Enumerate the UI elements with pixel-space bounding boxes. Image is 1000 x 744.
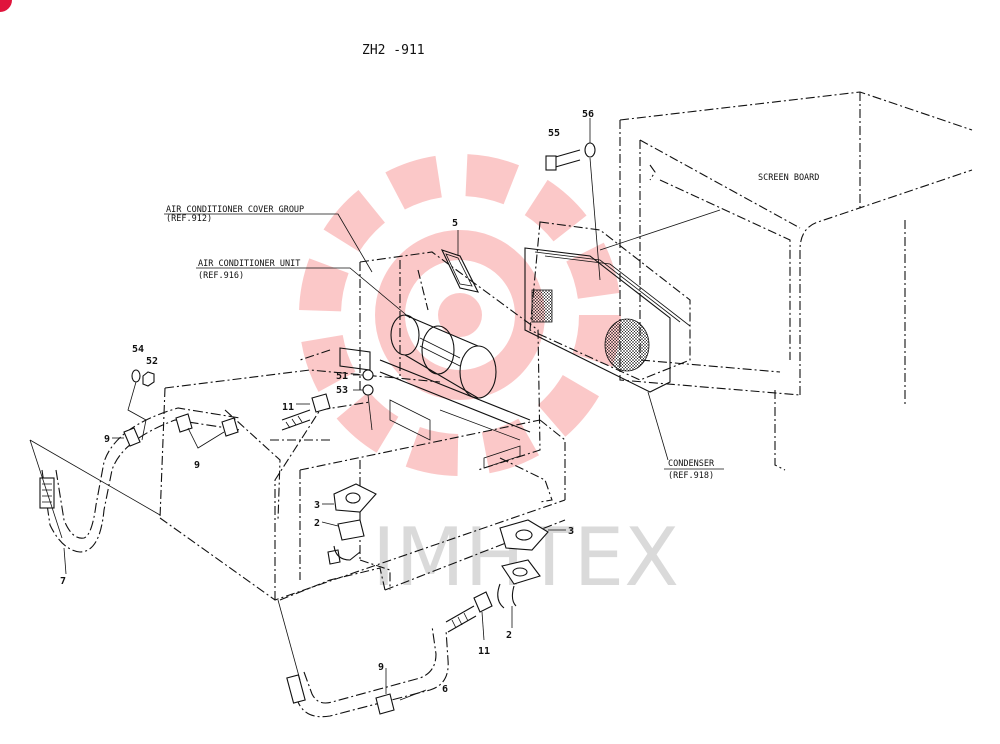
label-unit: AIR CONDITIONER UNIT: [198, 259, 300, 269]
bolt-55: [545, 149, 581, 171]
washer-54: [127, 369, 147, 441]
leader-7-ref: [29, 439, 161, 516]
air-conditioner-unit: [299, 251, 541, 471]
part-number-11-upper: 11: [282, 402, 294, 413]
label-cover-group: AIR CONDITIONER COVER GROUP: [166, 205, 304, 215]
hose-6: [277, 599, 449, 718]
part-number-52: 52: [146, 356, 158, 367]
label-screen-board: SCREEN BOARD: [758, 173, 819, 183]
screen-board: SCREEN BOARD: [619, 91, 973, 471]
part-number-6: 6: [442, 684, 448, 695]
elbow-2-left: [321, 519, 365, 565]
gasket-5: [440, 230, 480, 293]
part-number-2-left: 2: [314, 518, 320, 529]
condenser-grille-left: [531, 289, 553, 323]
part-number-7: 7: [60, 576, 66, 587]
part-number-2-right: 2: [506, 630, 512, 641]
watermark-gear-ring: [299, 154, 621, 476]
label-cover-group-ref: (REF.912): [166, 214, 212, 224]
flange-3-right: [499, 519, 566, 551]
clamp-9-left: [112, 427, 141, 447]
clamp-11-upper: [281, 393, 331, 431]
elbow-2-right: [497, 559, 541, 628]
watermark-gear-core: [375, 230, 545, 400]
drawing-code: ZH2 -911: [362, 43, 425, 58]
part-number-51: 51: [336, 371, 348, 382]
watermark-logo: [299, 154, 621, 476]
part-number-9-lower: 9: [378, 662, 384, 673]
washer-56: [584, 118, 601, 281]
part-number-3-left: 3: [314, 500, 320, 511]
label-condenser: CONDENSER: [668, 459, 715, 469]
clamp-11-lower: [445, 591, 493, 641]
hose-7: [39, 407, 241, 553]
clamp-9-lower: [375, 668, 427, 715]
fitting-51: [353, 369, 374, 381]
label-unit-ref: (REF.916): [198, 271, 244, 281]
condenser-grille-fan: [604, 318, 650, 372]
part-number-3-right: 3: [568, 526, 574, 537]
part-number-9-left: 9: [104, 434, 110, 445]
corner-marker: [0, 0, 12, 12]
fitting-53: [353, 384, 374, 431]
part-number-9-mid: 9: [194, 460, 200, 471]
part-number-11-lower: 11: [478, 646, 490, 657]
part-number-54: 54: [132, 344, 144, 355]
label-condenser-ref: (REF.918): [668, 471, 714, 481]
nut-52: [142, 371, 155, 387]
leader-7-tag: [63, 547, 67, 575]
part-number-56: 56: [582, 109, 594, 120]
watermark-gear-hub: [438, 293, 482, 337]
flange-3-left: [322, 483, 377, 513]
clamp-9-mid: [175, 413, 239, 449]
leader-7: [29, 439, 63, 539]
condenser: CONDENSER (REF.918): [524, 209, 724, 481]
hose-6-fitting: [286, 674, 306, 704]
part-number-53: 53: [336, 385, 348, 396]
part-number-5: 5: [452, 218, 458, 229]
part-number-55: 55: [548, 128, 560, 139]
